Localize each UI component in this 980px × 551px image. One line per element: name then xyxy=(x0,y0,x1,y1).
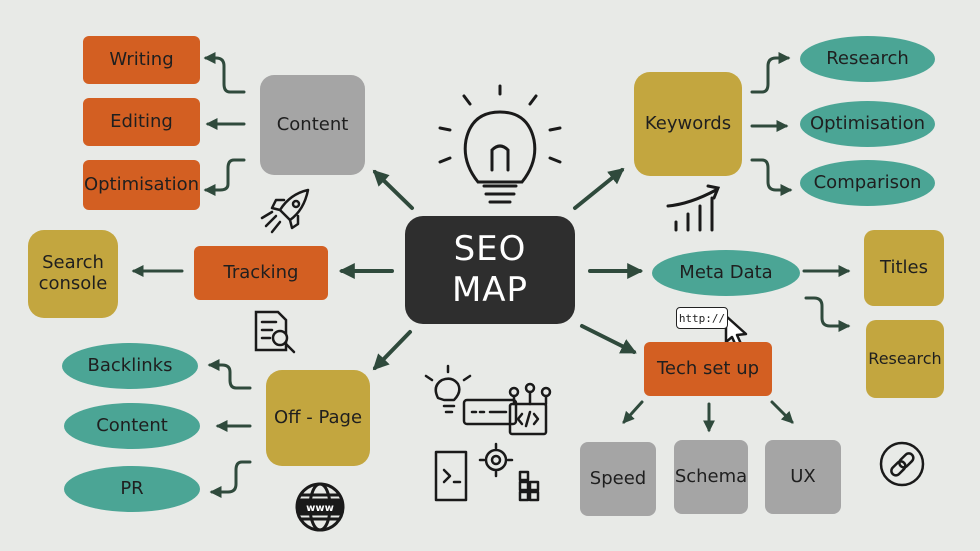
keywords-hub: Keywords xyxy=(634,72,742,176)
metadata-hub: Meta Data xyxy=(652,250,800,296)
globe-www-icon: www xyxy=(295,482,345,532)
offpage-hub: Off - Page xyxy=(266,370,370,466)
center-line2: MAP xyxy=(451,270,529,310)
research-metadata-node: Research xyxy=(866,320,944,398)
backlinks-node: Backlinks xyxy=(62,343,198,389)
arrow-content-optimisation xyxy=(203,158,246,196)
arrow-tech-speed xyxy=(622,400,644,424)
lightbulb-icon xyxy=(438,84,562,204)
speed-node: Speed xyxy=(580,442,656,516)
arrow-content-writing xyxy=(203,52,246,94)
arrow-center-offpage xyxy=(372,330,412,371)
optimisation-node: Optimisation xyxy=(83,160,200,210)
arrow-center-techsetup xyxy=(580,324,637,354)
editing-node: Editing xyxy=(83,98,200,146)
rocket-icon xyxy=(260,188,310,234)
growth-chart-icon xyxy=(666,184,721,232)
link-icon xyxy=(879,441,925,487)
pr-node: PR xyxy=(64,466,200,512)
arrow-offpage-backlinks xyxy=(207,359,252,390)
search-console-node: Search console xyxy=(28,230,118,318)
content-hub: Content xyxy=(260,75,365,175)
arrow-offpage-pr xyxy=(209,460,252,498)
svg-text:www: www xyxy=(306,503,334,514)
center-line1: SEO xyxy=(453,229,527,270)
writing-node: Writing xyxy=(83,36,200,84)
document-search-icon xyxy=(254,310,296,354)
arrow-keywords-research xyxy=(750,52,791,94)
arrow-center-keywords xyxy=(573,167,625,210)
ux-node: UX xyxy=(765,440,841,514)
url-label: http:// xyxy=(676,307,728,329)
arrow-keywords-comparison xyxy=(750,158,793,196)
comparison-node: Comparison xyxy=(800,160,935,206)
schema-node: Schema xyxy=(674,440,748,514)
arrow-tech-ux xyxy=(770,400,794,424)
web-dev-icon xyxy=(424,364,552,502)
titles-node: Titles xyxy=(864,230,944,306)
tracking-hub: Tracking xyxy=(194,246,328,300)
optimisation-keywords-node: Optimisation xyxy=(800,101,935,147)
content-offpage-node: Content xyxy=(64,403,200,449)
research-keywords-node: Research xyxy=(800,36,935,82)
arrow-metadata-research xyxy=(804,296,851,332)
techsetup-hub: Tech set up xyxy=(644,342,772,396)
center-node: SEO MAP xyxy=(405,216,575,324)
arrow-center-content xyxy=(372,169,414,210)
